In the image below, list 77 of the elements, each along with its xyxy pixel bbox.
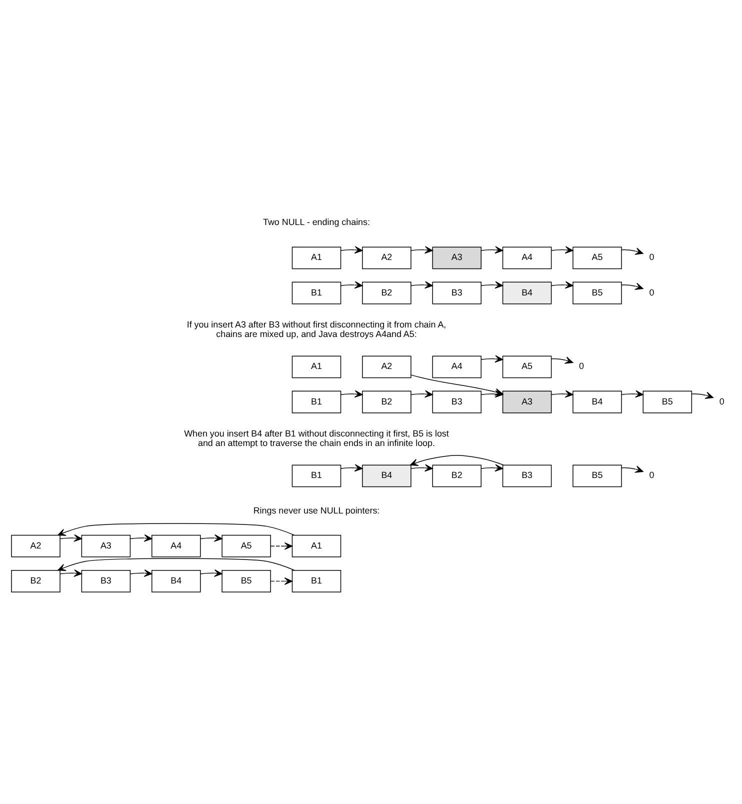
node-box: B2 bbox=[362, 390, 412, 414]
label: When you insert B4 after B1 without disconnecting it first, B5 is lost and an attempt to traverse the chain ends in an infinite loop. bbox=[184, 428, 449, 448]
node-text: 0 bbox=[649, 470, 654, 480]
node-text: 0 bbox=[649, 287, 654, 298]
arrow bbox=[480, 390, 504, 398]
arrow bbox=[551, 246, 574, 254]
node-box: B3 bbox=[432, 390, 482, 414]
node-box: A2 bbox=[362, 356, 412, 378]
node-text: 0 bbox=[719, 396, 724, 406]
node-box: B5 bbox=[642, 390, 692, 414]
node-box: A5 bbox=[502, 356, 552, 378]
node-box: B2 bbox=[362, 282, 412, 304]
node-box: A2 bbox=[11, 534, 60, 558]
arrow bbox=[410, 390, 433, 398]
arrow bbox=[551, 390, 574, 398]
node-box: B2 bbox=[11, 570, 60, 592]
node-box: B4 bbox=[502, 282, 552, 304]
node-box: A3 bbox=[502, 390, 552, 414]
arrow bbox=[58, 523, 295, 536]
arrow bbox=[480, 464, 504, 472]
arrow bbox=[410, 464, 433, 472]
arrow bbox=[130, 534, 152, 542]
node-box: B5 bbox=[572, 282, 622, 304]
arrow bbox=[551, 281, 574, 289]
node-text: 0 bbox=[579, 361, 584, 372]
arrow bbox=[340, 464, 363, 472]
node-box: B2 bbox=[432, 464, 482, 488]
node-box: A4 bbox=[152, 534, 201, 558]
node-box: B5 bbox=[572, 464, 622, 488]
arrow bbox=[60, 534, 82, 542]
node-box: A5 bbox=[222, 534, 271, 558]
arrow bbox=[60, 569, 82, 577]
arrow bbox=[270, 577, 293, 585]
node-box: B1 bbox=[292, 570, 342, 592]
node-box: B4 bbox=[152, 570, 201, 592]
arrow bbox=[340, 390, 363, 398]
node-box: B1 bbox=[292, 390, 342, 414]
arrow bbox=[340, 246, 363, 254]
label: If you insert A3 after B3 without first disconnecting it from chain A, chains are mixed up, and Java destroys A4and A5: bbox=[186, 319, 446, 340]
arrow bbox=[58, 558, 295, 571]
arrow bbox=[621, 248, 644, 255]
label: Two NULL - ending chains: bbox=[263, 217, 370, 228]
node-box: A2 bbox=[362, 246, 412, 270]
arrow bbox=[480, 246, 504, 254]
arrow bbox=[480, 281, 504, 289]
node-box: B3 bbox=[432, 282, 482, 304]
node-box: A4 bbox=[502, 246, 552, 270]
node-box: A1 bbox=[292, 356, 342, 378]
node-box: B3 bbox=[502, 464, 552, 488]
label: Rings never use NULL pointers: bbox=[253, 505, 380, 516]
node-text: 0 bbox=[649, 252, 654, 262]
arrow bbox=[621, 390, 644, 398]
node-box: B5 bbox=[222, 570, 271, 592]
node-box: A4 bbox=[432, 356, 482, 378]
arrow bbox=[270, 542, 293, 550]
arrow bbox=[130, 569, 152, 577]
arrow bbox=[410, 246, 433, 254]
arrow bbox=[200, 569, 222, 577]
arrow bbox=[621, 466, 644, 473]
node-box: B1 bbox=[292, 282, 342, 304]
node-box: B4 bbox=[362, 464, 412, 488]
node-box: B4 bbox=[572, 390, 622, 414]
node-box: B1 bbox=[292, 464, 342, 488]
node-box: A3 bbox=[81, 534, 131, 558]
arrow bbox=[691, 392, 714, 399]
node-box: A1 bbox=[292, 534, 342, 558]
node-box: A3 bbox=[432, 246, 482, 270]
arrow bbox=[410, 455, 504, 466]
arrow bbox=[480, 355, 504, 363]
arrow bbox=[621, 282, 644, 290]
arrow bbox=[550, 356, 574, 364]
node-box: A1 bbox=[292, 246, 342, 270]
node-box: A5 bbox=[572, 246, 622, 270]
node-box: B3 bbox=[81, 570, 131, 592]
arrow bbox=[410, 281, 433, 289]
arrow bbox=[340, 281, 363, 289]
arrow bbox=[200, 534, 222, 542]
